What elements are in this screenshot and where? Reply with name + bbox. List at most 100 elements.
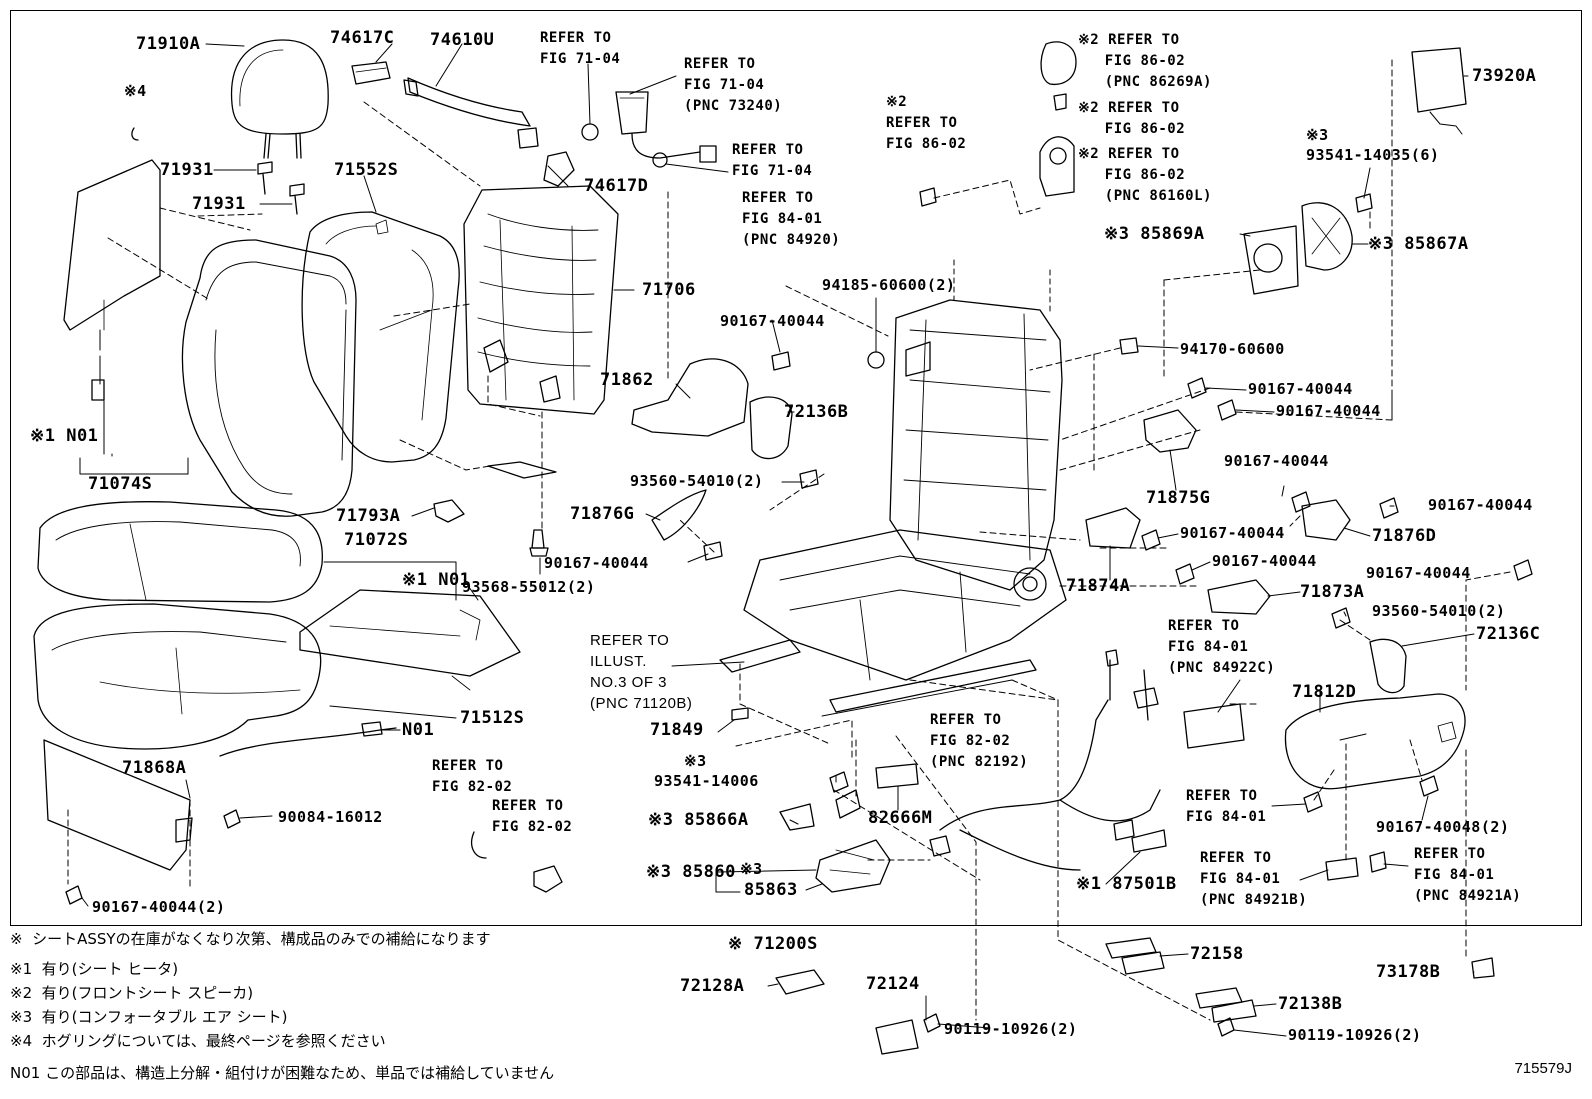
small-clips bbox=[131, 61, 391, 215]
label-93541-14006: 93541-14006 bbox=[654, 772, 759, 790]
label-71874a: 71874A bbox=[1066, 576, 1131, 596]
refer-fig-71-04-a: REFER TO FIG 71-04 bbox=[540, 30, 621, 67]
label-n01-heater-a: ※1 N01 bbox=[30, 426, 99, 446]
label-90167-40044-f: 90167-40044 bbox=[1224, 452, 1329, 470]
refer-fig-84-01-pnc84921a: REFER TO FIG 84-01 (PNC 84921A) bbox=[1414, 846, 1522, 904]
refer-fig-86-02-a: ※2 REFER TO FIG 86-02 bbox=[886, 94, 967, 152]
label-71876d: 71876D bbox=[1372, 526, 1437, 546]
label-71931-b: 71931 bbox=[192, 194, 246, 214]
label-93568: 93568-55012(2) bbox=[462, 578, 596, 596]
label-90084-16012: 90084-16012 bbox=[278, 808, 383, 826]
label-72128a: 72128A bbox=[680, 976, 745, 996]
footnote-1-seat-heater: ※1 有り(シート ヒータ) bbox=[10, 960, 179, 978]
seat-back-cover bbox=[181, 239, 357, 517]
label-72136b: 72136B bbox=[784, 402, 849, 422]
label-73920a: 73920A bbox=[1472, 66, 1537, 86]
label-71512s: 71512S bbox=[460, 708, 525, 728]
label-72158: 72158 bbox=[1190, 944, 1244, 964]
label-72136c: 72136C bbox=[1476, 624, 1541, 644]
label-72124: 72124 bbox=[866, 974, 920, 994]
label-90167-40044-b: 90167-40044 bbox=[720, 312, 825, 330]
label-note3-a: ※3 bbox=[684, 752, 707, 770]
label-74617d: 74617D bbox=[584, 176, 649, 196]
refer-fig-84-01-pnc84921b: REFER TO FIG 84-01 (PNC 84921B) bbox=[1200, 850, 1308, 908]
label-93560-54010-a: 93560-54010(2) bbox=[630, 472, 764, 490]
seat-back-frame bbox=[463, 185, 619, 479]
label-71862: 71862 bbox=[600, 370, 654, 390]
refer-fig-71-04-b: REFER TO FIG 71-04 bbox=[732, 142, 813, 179]
label-93560-54010-b: 93560-54010(2) bbox=[1372, 602, 1506, 620]
label-71873a: 71873A bbox=[1300, 582, 1365, 602]
label-90167-40044-d: 90167-40044 bbox=[1248, 380, 1353, 398]
seat-cushion-cover bbox=[37, 501, 323, 603]
label-71812d: 71812D bbox=[1292, 682, 1357, 702]
label-71074s: 71074S bbox=[88, 474, 153, 494]
seat-frame bbox=[719, 259, 1067, 717]
label-94185: 94185-60600(2) bbox=[822, 276, 956, 294]
refer-fig-86-02-pnc86160l: ※2 REFER TO FIG 86-02 (PNC 86160L) bbox=[1078, 146, 1212, 204]
seat-cushion-pad bbox=[33, 603, 322, 750]
label-90167-40044-j: 90167-40044 bbox=[1366, 564, 1471, 582]
label-94170: 94170-60600 bbox=[1180, 340, 1285, 358]
recliner-covers bbox=[631, 358, 1466, 790]
heater-wire bbox=[219, 727, 397, 757]
footnote-n01: N01 この部品は、構造上分解・組付けが困難なため、単品では補給していません bbox=[10, 1064, 555, 1082]
label-85869a: ※3 85869A bbox=[1104, 224, 1205, 244]
label-85860: ※3 85860 bbox=[646, 862, 736, 882]
label-74617c: 74617C bbox=[330, 28, 395, 48]
label-82666m: 82666M bbox=[868, 808, 933, 828]
refer-fig-82-02-a: REFER TO FIG 82-02 bbox=[432, 758, 513, 795]
clip-71793a bbox=[433, 499, 465, 523]
label-90167-40048: 90167-40048(2) bbox=[1376, 818, 1510, 836]
label-71868a: 71868A bbox=[122, 758, 187, 778]
refer-fig-84-01-pnc84920: REFER TO FIG 84-01 (PNC 84920) bbox=[742, 190, 841, 248]
label-71793a: 71793A bbox=[336, 506, 401, 526]
label-90167-40044-e: 90167-40044 bbox=[1276, 402, 1381, 420]
footnote-assy: ※ シートASSYの在庫がなくなり次第、構成品のみでの補給になります bbox=[10, 930, 491, 948]
label-71931-a: 71931 bbox=[160, 160, 214, 180]
label-note3-c: ※3 bbox=[1306, 126, 1329, 144]
label-90119-10926-b: 90119-10926(2) bbox=[1288, 1026, 1422, 1044]
label-85867a: ※3 85867A bbox=[1368, 234, 1469, 254]
solid-leaders bbox=[79, 43, 1475, 1037]
label-71849: 71849 bbox=[650, 720, 704, 740]
label-90167-40044-i: 90167-40044 bbox=[1212, 552, 1317, 570]
label-71706: 71706 bbox=[642, 280, 696, 300]
label-71910a: 71910A bbox=[136, 34, 201, 54]
heater-connector bbox=[361, 721, 383, 737]
refer-fig-82-02-pnc82192: REFER TO FIG 82-02 (PNC 82192) bbox=[930, 712, 1029, 770]
refer-fig-86-02-pnc86269a: ※2 REFER TO FIG 86-02 (PNC 86269A) bbox=[1078, 32, 1212, 90]
label-87501b: ※1 87501B bbox=[1076, 874, 1177, 894]
air-seat-components bbox=[779, 41, 1467, 893]
diagram-frame bbox=[10, 10, 1582, 926]
assist-grip bbox=[403, 77, 575, 187]
refer-illust-no3: REFER TO ILLUST. NO.3 OF 3 (PNC 71120B) bbox=[590, 632, 693, 712]
label-73178b: 73178B bbox=[1376, 962, 1441, 982]
label-n01-c: N01 bbox=[402, 720, 435, 740]
refer-fig-84-01-a: REFER TO FIG 84-01 bbox=[1186, 788, 1267, 825]
seat-back-pad bbox=[301, 211, 460, 463]
footnote-4-hog-ring: ※4 ホグリングについては、最終ページを参照ください bbox=[10, 1032, 386, 1050]
label-71552s: 71552S bbox=[334, 160, 399, 180]
lower-small-parts bbox=[471, 831, 1495, 1055]
refer-fig-84-01-pnc84922c: REFER TO FIG 84-01 (PNC 84922C) bbox=[1168, 618, 1276, 676]
label-90167-40044-2-a: 90167-40044(2) bbox=[92, 898, 226, 916]
label-note4: ※4 bbox=[124, 82, 147, 100]
footnote-3-air-seat: ※3 有り(コンフォータブル エア シート) bbox=[10, 1008, 288, 1026]
label-71876g: 71876G bbox=[570, 504, 635, 524]
label-85863: 85863 bbox=[744, 880, 798, 900]
refer-fig-71-04-pnc73240: REFER TO FIG 71-04 (PNC 73240) bbox=[684, 56, 783, 114]
refer-fig-86-02-b: ※2 REFER TO FIG 86-02 bbox=[1078, 100, 1186, 137]
screws bbox=[65, 93, 1533, 1037]
label-90167-40044-c: 90167-40044 bbox=[544, 554, 649, 572]
dashed-leaders bbox=[67, 59, 1511, 1021]
label-90167-40044-h: 90167-40044 bbox=[1180, 524, 1285, 542]
seat-heater-mat bbox=[299, 589, 521, 691]
label-71875g: 71875G bbox=[1146, 488, 1211, 508]
label-74610u: 74610U bbox=[430, 30, 495, 50]
label-n01-heater-b: ※1 N01 bbox=[402, 570, 471, 590]
label-85866a: ※3 85866A bbox=[648, 810, 749, 830]
figure-code: 715579J bbox=[1514, 1060, 1572, 1077]
footnote-2-speaker: ※2 有り(フロントシート スピーカ) bbox=[10, 984, 254, 1002]
